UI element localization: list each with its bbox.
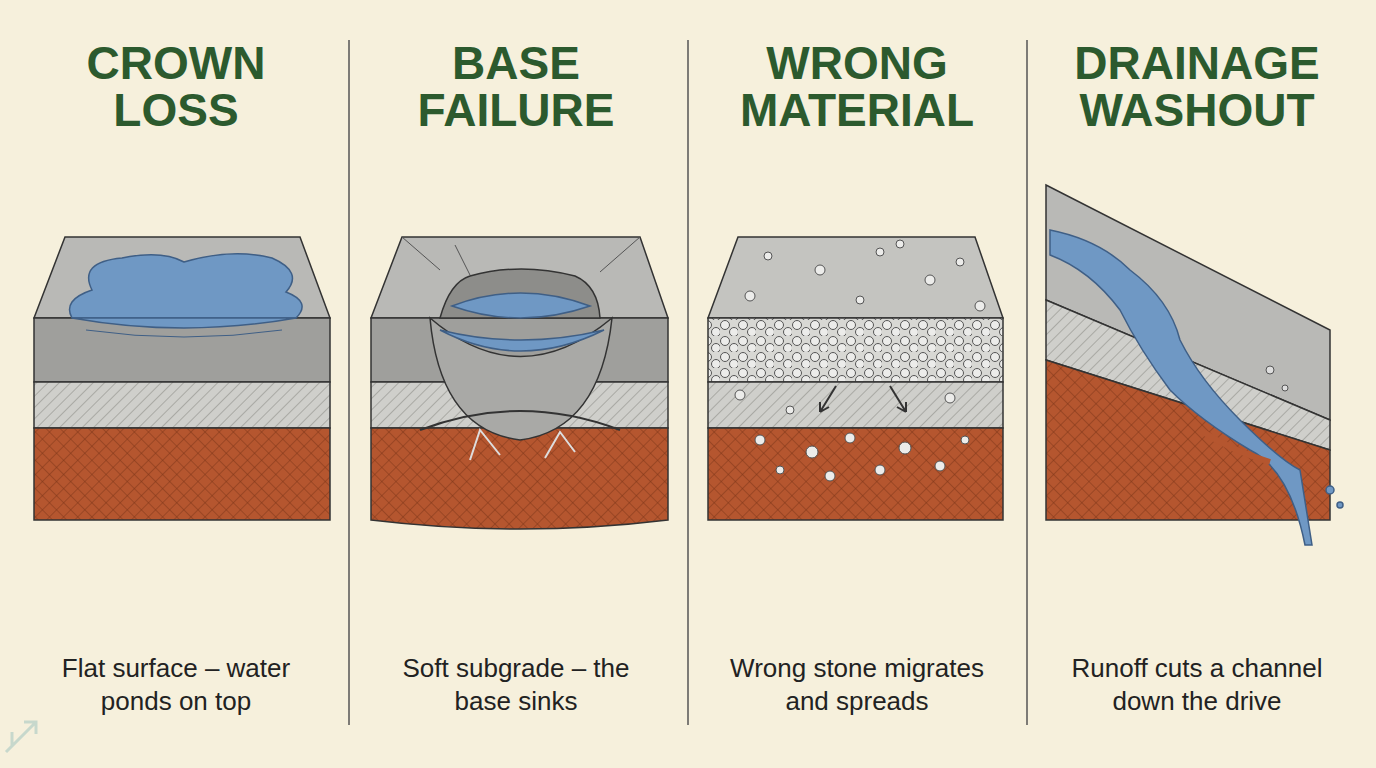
panel-heading: BASE FAILURE [418,40,615,134]
panel-caption: Wrong stone migrates and spreads [707,652,1007,718]
panel-divider [349,40,1027,725]
panel-caption: Runoff cuts a channel down the drive [1047,652,1347,718]
watermark-icon [6,722,36,752]
panel-heading: WRONG MATERIAL [740,40,974,134]
panel-caption: Flat surface – water ponds on top [36,652,316,718]
wrong-material-block [708,237,1003,520]
panel-heading: DRAINAGE WASHOUT [1074,40,1319,134]
base-failure-block [371,237,668,529]
panel-heading: CROWN LOSS [87,40,266,134]
crown-loss-block [34,237,330,520]
panel-caption: Soft subgrade – the base sinks [401,652,631,718]
washout-slope [1046,185,1343,545]
